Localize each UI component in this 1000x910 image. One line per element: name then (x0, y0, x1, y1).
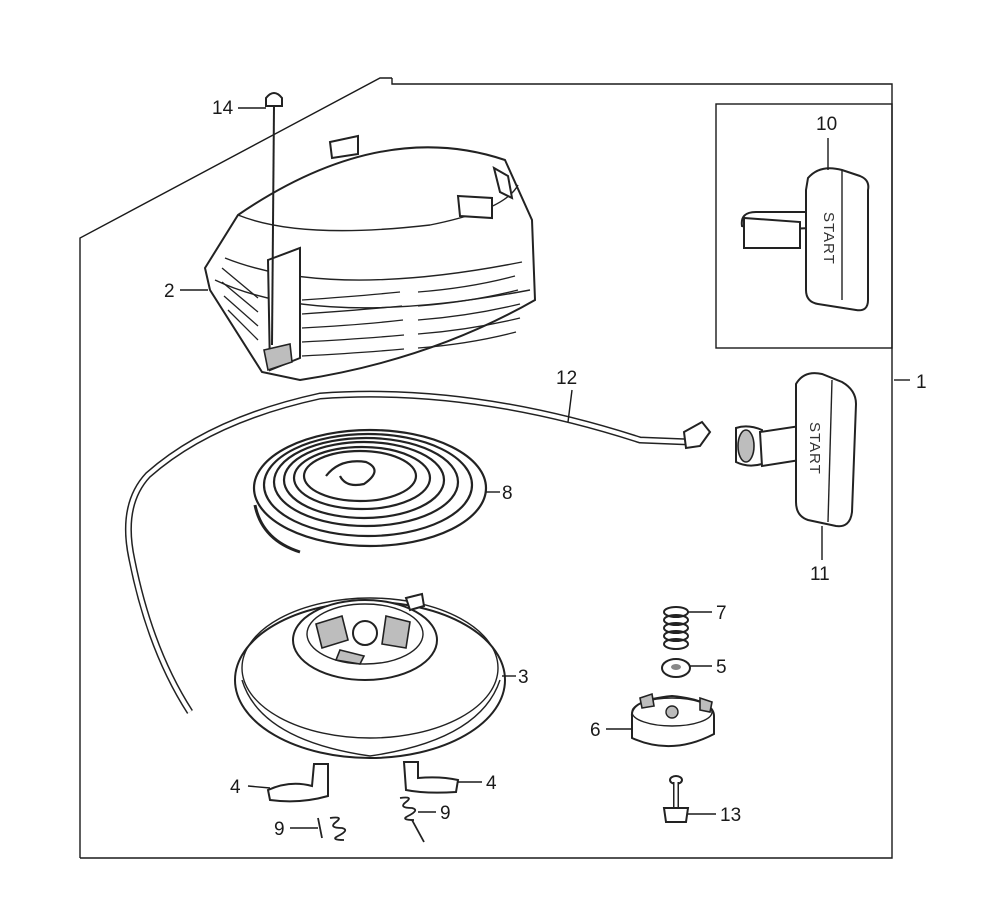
label-11: 11 (810, 564, 830, 585)
leader-lines (180, 107, 910, 829)
handle-11-text: START (806, 422, 823, 475)
label-4-right: 4 (486, 773, 497, 794)
starter-rope (124, 390, 712, 714)
label-6: 6 (590, 720, 601, 741)
ratchet-right (402, 761, 460, 794)
washer-5 (661, 658, 691, 678)
label-10: 10 (816, 114, 837, 135)
label-12: 12 (556, 368, 577, 389)
label-9-right: 9 (440, 803, 451, 824)
part-labels: 14 2 1 12 8 10 11 3 7 5 6 4 4 9 9 13 (164, 98, 927, 840)
screw-13 (662, 775, 690, 823)
label-14: 14 (212, 98, 234, 119)
label-5: 5 (716, 657, 727, 678)
label-2: 2 (164, 281, 175, 302)
label-1: 1 (916, 372, 927, 393)
ratchet-left (266, 763, 329, 803)
label-13: 13 (720, 805, 741, 826)
label-8: 8 (502, 483, 513, 504)
label-9-left: 9 (274, 819, 285, 840)
starter-reel (234, 592, 506, 759)
bolt-14 (265, 92, 283, 346)
label-7: 7 (716, 603, 727, 624)
spring-9-left (317, 816, 347, 841)
starter-case (203, 134, 537, 382)
spring-9-right (399, 796, 425, 843)
recoil-spring (252, 428, 488, 554)
handle-10-text: START (820, 212, 837, 265)
spring-7 (663, 606, 689, 650)
label-3: 3 (518, 667, 529, 688)
starter-handle-11: START (735, 372, 858, 528)
friction-plate (630, 692, 715, 748)
label-4-left: 4 (230, 777, 241, 798)
starter-handle-10: START (740, 167, 870, 312)
assembly-boundary (79, 77, 893, 859)
inset-box (715, 103, 893, 349)
